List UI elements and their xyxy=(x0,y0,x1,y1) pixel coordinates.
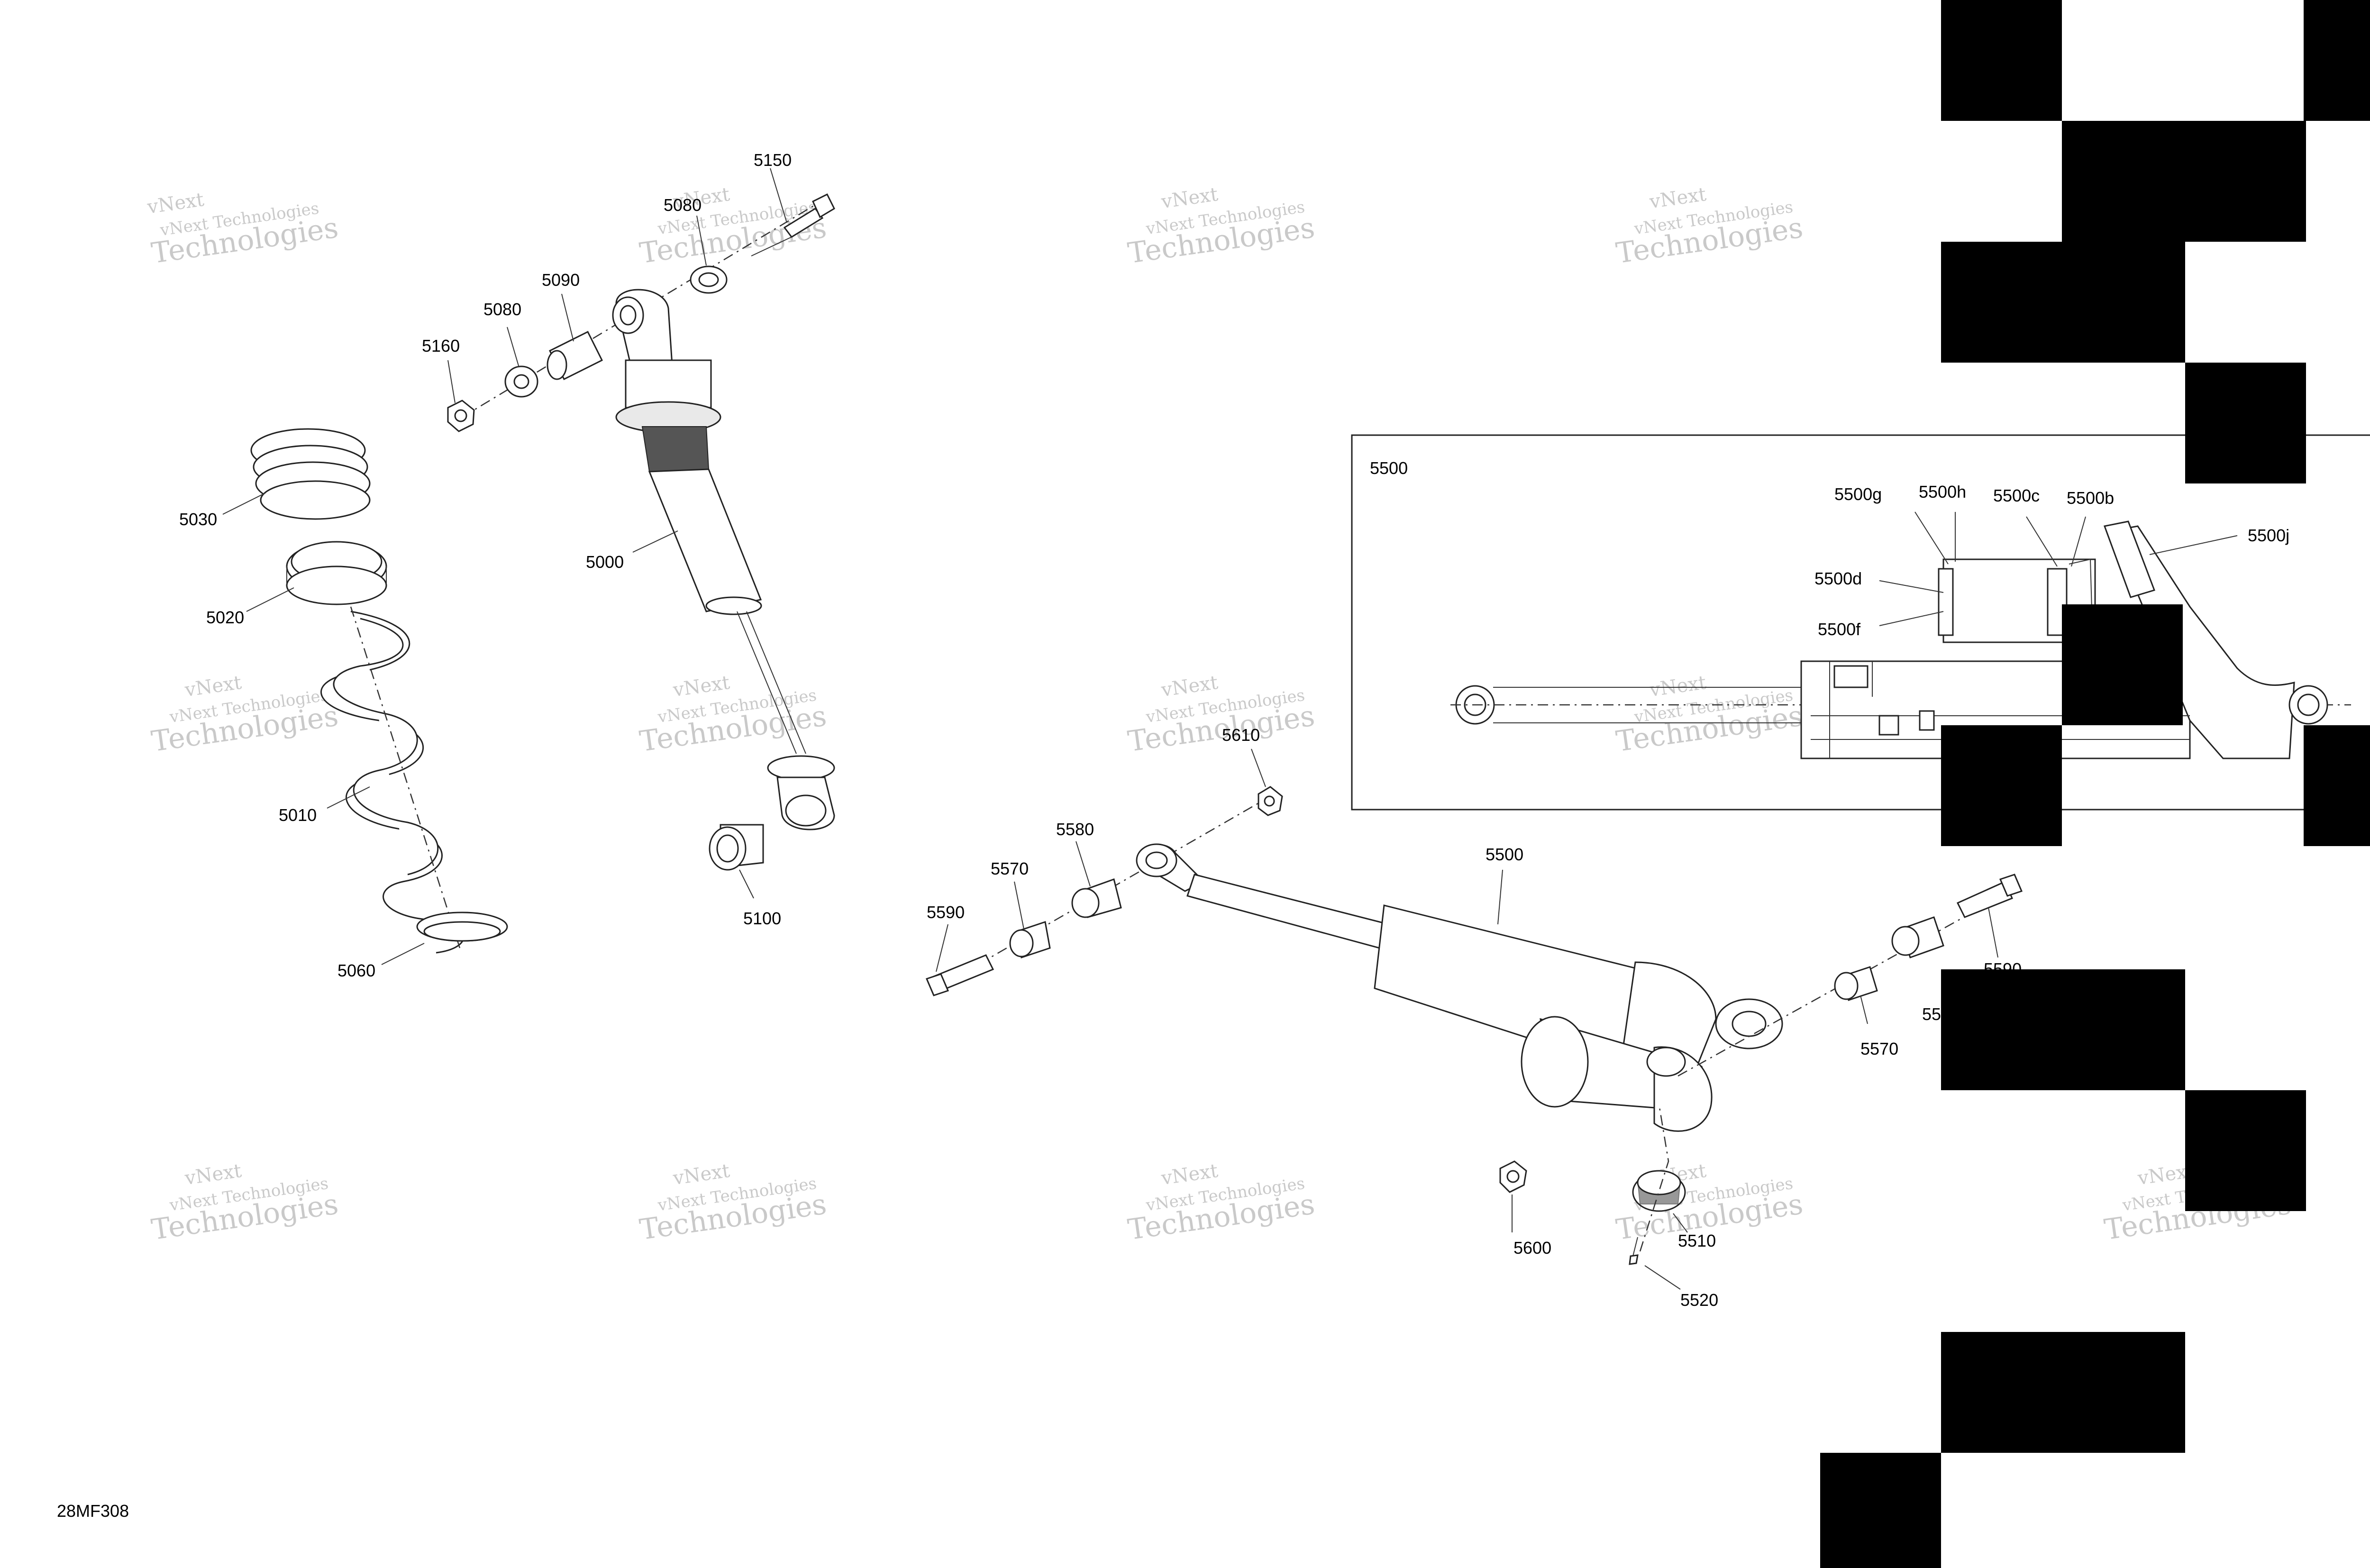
label-5500d: 5500d xyxy=(1814,569,1862,588)
watermark: vNext vNext Technologies Technologies xyxy=(638,183,829,270)
watermark: vNext vNext Technologies Technologies xyxy=(1126,1160,1317,1247)
retainer-clip-5060 xyxy=(416,912,508,942)
svg-text:vNext: vNext xyxy=(671,1160,731,1189)
label-5500c: 5500c xyxy=(1993,486,2040,505)
svg-text:vNext: vNext xyxy=(146,189,205,218)
detail-leader-lines xyxy=(1879,511,2238,626)
label-5500: 5500 xyxy=(1486,845,1523,864)
nut-5600 xyxy=(1499,1160,1527,1193)
svg-text:vNext: vNext xyxy=(183,672,243,701)
coil-spring-5010 xyxy=(320,606,464,954)
ring-5020 xyxy=(286,541,387,605)
watermark: vNext vNext Technologies Technologies xyxy=(1126,183,1317,270)
watermark: vNext vNext Technologies Technologies xyxy=(1614,672,1805,758)
svg-text:vNext: vNext xyxy=(183,1160,243,1189)
label-5570-left: 5570 xyxy=(991,859,1029,878)
washer-5080 xyxy=(504,365,538,398)
svg-text:vNext: vNext xyxy=(671,672,731,701)
bushing-5090 xyxy=(547,330,603,381)
bolt-5590-right xyxy=(1956,874,2023,918)
leader-lines-center xyxy=(936,748,1998,1290)
spring-5030 xyxy=(250,428,371,520)
label-5030: 5030 xyxy=(179,510,217,529)
adjuster-knob-5510 xyxy=(1632,1170,1686,1212)
bushing-5580-right xyxy=(1891,916,1944,958)
watermark: vNext vNext Technologies Technologies xyxy=(149,1160,340,1247)
label-5500b: 5500b xyxy=(2067,488,2114,508)
label-5500f: 5500f xyxy=(1818,620,1861,639)
bushing-5570-left xyxy=(1009,921,1051,958)
label-5500g: 5500g xyxy=(1834,484,1882,504)
label-5010: 5010 xyxy=(279,805,317,825)
label-5590-left: 5590 xyxy=(927,903,965,922)
label-5080-top: 5080 xyxy=(664,195,702,215)
part-labels: 5150 5080 5090 5080 5160 5030 5000 5020 … xyxy=(57,150,2289,1521)
label-5580: 5580 xyxy=(1056,820,1094,839)
svg-text:vNext: vNext xyxy=(1648,672,1707,701)
bushing-5080-top xyxy=(690,265,728,294)
label-5510: 5510 xyxy=(1678,1231,1716,1250)
watermark: vNext vNext Technologies Technologies xyxy=(1126,672,1317,758)
label-5060: 5060 xyxy=(337,961,375,980)
leader-lines-left xyxy=(222,168,787,965)
svg-text:vNext: vNext xyxy=(1159,672,1219,701)
label-5520: 5520 xyxy=(1680,1290,1718,1310)
label-5500j: 5500j xyxy=(2248,526,2289,545)
label-5600: 5600 xyxy=(1513,1238,1551,1258)
figure-code: 28MF308 xyxy=(57,1501,129,1521)
label-5570-right: 5570 xyxy=(1860,1039,1898,1058)
detail-shock-drawing xyxy=(1450,520,2351,759)
watermark: vNext vNext Technologies Technologies xyxy=(638,1160,829,1247)
label-5580-right: 55 xyxy=(1922,1004,1941,1024)
label-5090: 5090 xyxy=(542,270,580,290)
watermark: vNext vNext Technologies Technologies xyxy=(1614,183,1805,270)
label-5150: 5150 xyxy=(754,150,792,170)
screw-5520 xyxy=(1629,1237,1639,1265)
label-5000: 5000 xyxy=(586,552,624,572)
svg-text:vNext: vNext xyxy=(1159,183,1219,213)
bushing-5570-right xyxy=(1834,966,1878,1001)
label-5080: 5080 xyxy=(483,300,521,319)
watermark: vNext vNext Technologies Technologies xyxy=(146,189,340,270)
nut-5610 xyxy=(1258,786,1283,816)
adjuster-axis-line xyxy=(1639,1104,1669,1252)
label-5020: 5020 xyxy=(206,608,244,627)
label-5610: 5610 xyxy=(1222,725,1260,745)
nut-5160 xyxy=(447,400,475,432)
svg-text:vNext: vNext xyxy=(1648,183,1707,213)
bushing-5100 xyxy=(709,824,764,871)
bolt-5150 xyxy=(751,193,835,256)
watermark: vNext vNext Technologies Technologies xyxy=(149,672,340,758)
detail-inset-frame xyxy=(1351,434,2370,811)
bushing-5580-left xyxy=(1071,878,1122,918)
svg-text:vNext: vNext xyxy=(1159,1160,1219,1189)
bolt-5590-left xyxy=(925,954,994,996)
label-5100: 5100 xyxy=(743,909,781,928)
detail-title: 5500 xyxy=(1370,458,1408,478)
shock-absorber-5500 xyxy=(940,795,1783,1132)
watermark: vNext vNext Technologies Technologies xyxy=(638,672,829,758)
label-5160: 5160 xyxy=(422,336,460,356)
redaction-blocks xyxy=(1820,0,2370,1568)
shock-absorber-5000 xyxy=(612,289,835,830)
label-5500h: 5500h xyxy=(1919,482,1966,501)
